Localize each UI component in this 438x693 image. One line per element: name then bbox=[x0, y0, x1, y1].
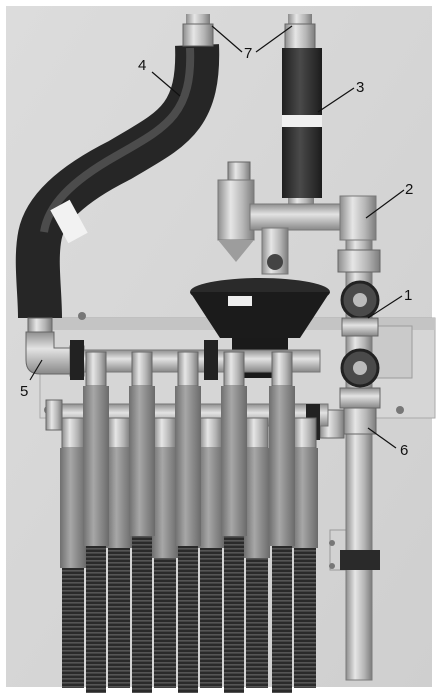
tee-fitting-2 bbox=[217, 161, 377, 275]
valve-1 bbox=[340, 280, 380, 337]
main-pipe-with-valves bbox=[319, 239, 381, 681]
circuit-pipes-front bbox=[83, 351, 295, 693]
callout-4: 4 bbox=[138, 57, 146, 74]
hose-3 bbox=[282, 14, 322, 210]
callout-5: 5 bbox=[20, 383, 28, 400]
callout-1: 1 bbox=[404, 287, 412, 304]
callout-7: 7 bbox=[244, 45, 252, 62]
callout-6: 6 bbox=[400, 442, 408, 459]
valve-6 bbox=[339, 348, 381, 435]
callout-leaders bbox=[29, 25, 405, 449]
hose-4 bbox=[15, 14, 220, 319]
circuit-pipes-rear bbox=[60, 417, 318, 688]
callout-3: 3 bbox=[356, 79, 364, 96]
callout-2: 2 bbox=[405, 181, 413, 198]
